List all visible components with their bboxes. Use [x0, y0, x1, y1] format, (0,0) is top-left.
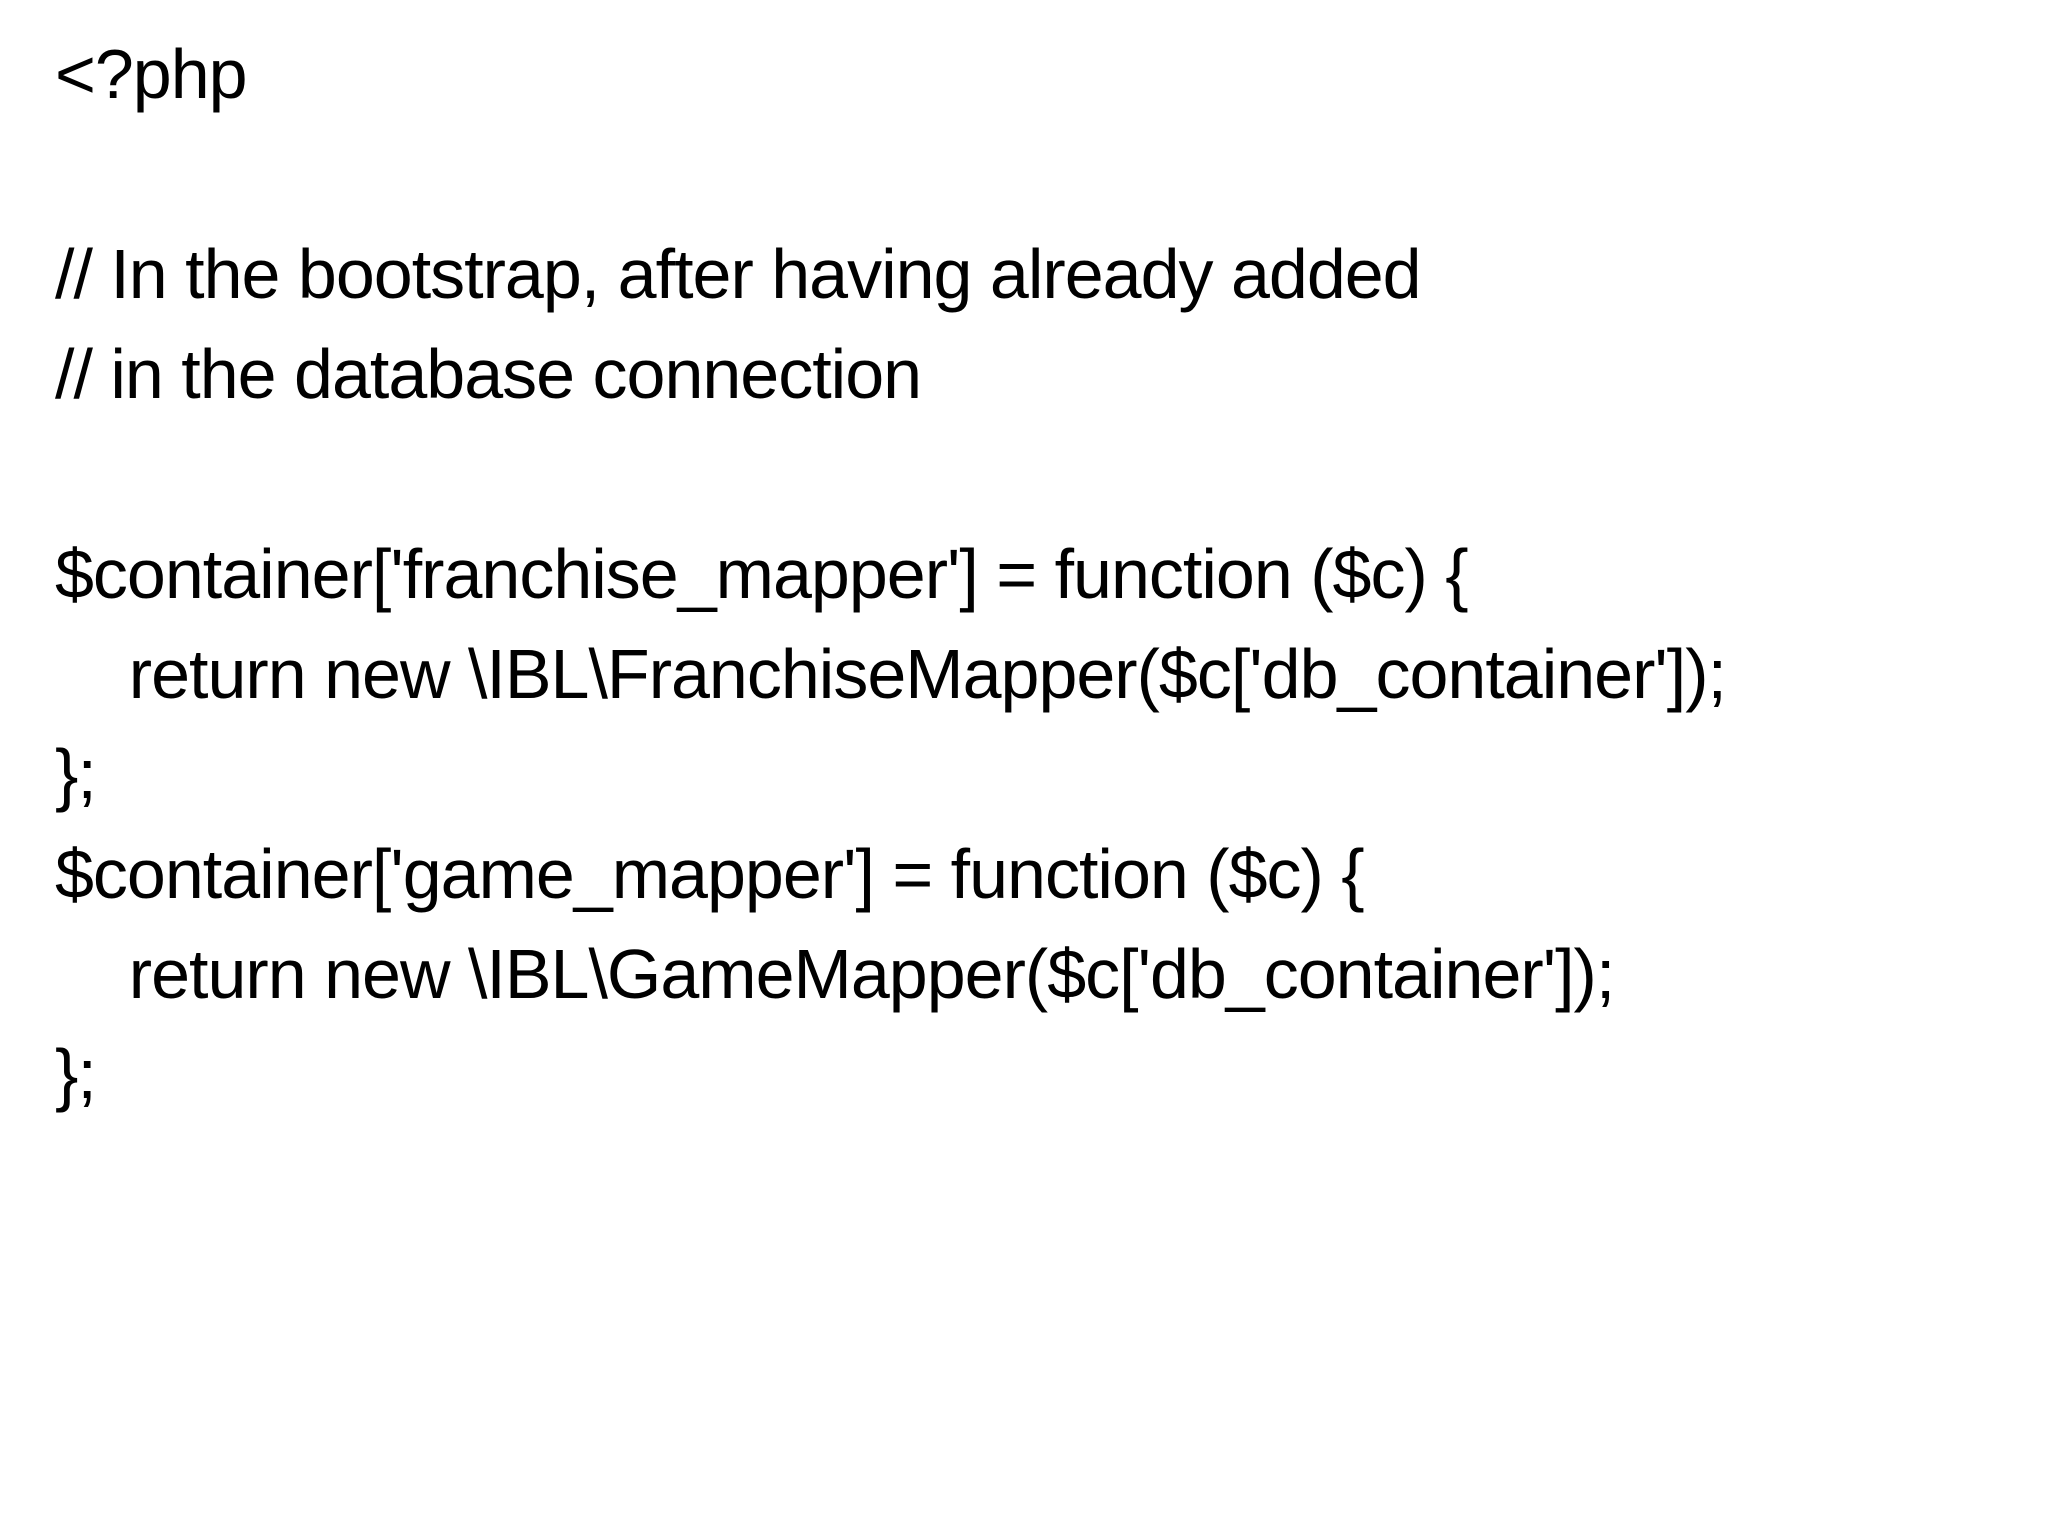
php-code-block: <?php // In the bootstrap, after having … [55, 35, 1727, 1113]
